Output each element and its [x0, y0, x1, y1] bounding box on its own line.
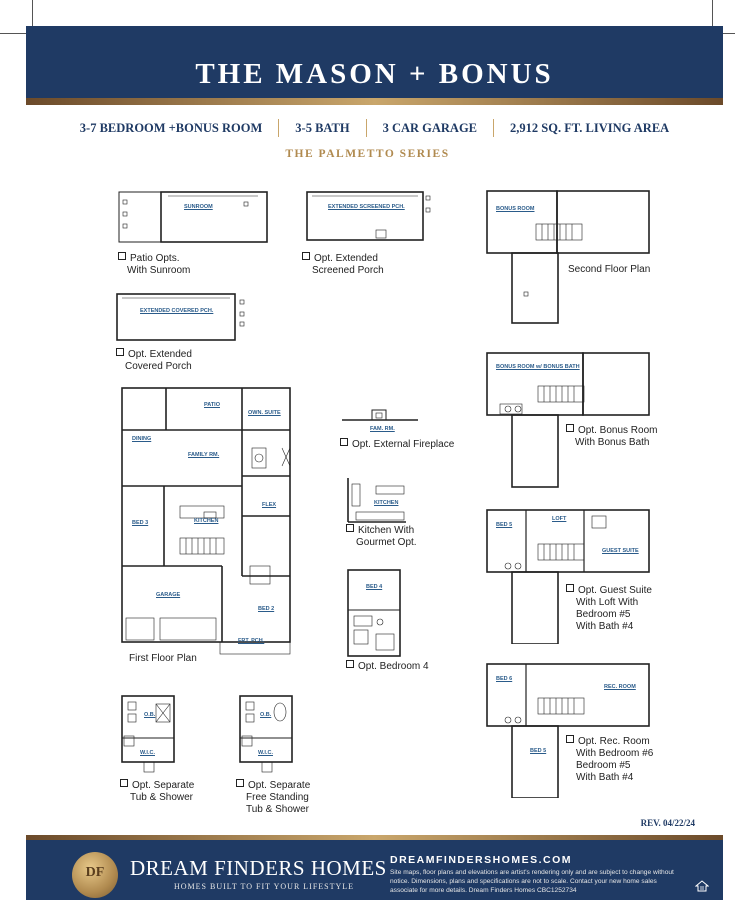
option-checkbox: [346, 524, 354, 532]
series-name: THE PALMETTO SERIES: [285, 148, 450, 160]
plan-separate-tub-shower: O.B. W.I.C.: [120, 692, 186, 776]
option-checkbox: [346, 660, 354, 668]
brand-name: DREAM FINDERS HOMES: [130, 856, 387, 880]
room-ob: O.B.: [260, 712, 272, 718]
room-bed2: BED 2: [258, 606, 275, 612]
room-front-porch: FRT. PCH.: [238, 638, 265, 644]
room-family: FAMILY RM.: [188, 452, 220, 458]
caption-first-floor: First Floor Plan: [129, 653, 197, 664]
room-bed5-rec: BED 5: [530, 748, 547, 754]
option-checkbox: [566, 424, 574, 432]
caption-separate-tub: Opt. Separate Tub & Shower: [120, 779, 194, 804]
crop-mark: [0, 33, 26, 34]
spec-baths: 3-5 BATH: [295, 120, 350, 135]
caption-second-floor: Second Floor Plan: [568, 264, 651, 275]
room-bed6: BED 6: [496, 676, 513, 682]
option-checkbox: [120, 779, 128, 787]
crop-mark: [32, 0, 33, 26]
room-dining: DINING: [132, 436, 152, 442]
room-kitchen: KITCHEN: [194, 518, 219, 524]
room-flex: FLEX: [262, 502, 277, 508]
revision-date: REV. 04/22/24: [640, 818, 695, 828]
plan-extended-covered-porch: EXTENDED COVERED PCH.: [116, 292, 276, 346]
spec-bedrooms: 3-7 BEDROOM +BONUS ROOM: [79, 120, 263, 135]
plan-rec-room: BED 6 REC. ROOM BED 5: [486, 662, 650, 798]
option-checkbox: [118, 252, 126, 260]
room-bed4: BED 4: [366, 584, 383, 590]
room-loft: LOFT: [552, 516, 567, 522]
room-bonus-room-bath: BONUS ROOM w/ BONUS BATH: [496, 364, 580, 370]
option-checkbox: [566, 735, 574, 743]
plan-extended-screened-porch: EXTENDED SCREENED PCH.: [306, 190, 440, 246]
caption-kitchen: Kitchen With Gourmet Opt.: [346, 524, 417, 549]
room-fam-rm: FAM. RM.: [370, 426, 395, 432]
plan-second-floor: BONUS ROOM: [486, 190, 650, 324]
option-checkbox: [302, 252, 310, 260]
brand-tagline: HOMES BUILT TO FIT YOUR LIFESTYLE: [174, 882, 355, 891]
caption-patio-sunroom: Patio Opts. With Sunroom: [118, 252, 190, 277]
caption-rec-room: Opt. Rec. Room With Bedroom #6 Bedroom #…: [566, 735, 653, 784]
title-banner: THE MASON + BONUS: [26, 26, 723, 100]
room-bed3: BED 3: [132, 520, 149, 526]
option-checkbox: [566, 584, 574, 592]
gold-divider: [26, 98, 723, 105]
equal-housing-icon: [695, 880, 709, 892]
room-extended-screened-porch: EXTENDED SCREENED PCH.: [328, 204, 405, 210]
caption-screened-porch: Opt. Extended Screened Porch: [302, 252, 384, 277]
brand-seal-icon: DF: [72, 852, 118, 898]
crop-mark: [712, 0, 713, 26]
spec-separator: [493, 119, 495, 137]
spec-separator: [365, 119, 367, 137]
plan-bedroom-4: BED 4: [346, 566, 402, 658]
caption-bonus-bath: Opt. Bonus Room With Bonus Bath: [566, 424, 657, 449]
gold-divider: [26, 835, 723, 840]
room-owner-suite: OWN. SUITE: [248, 410, 281, 416]
room-wic: W.I.C.: [258, 750, 273, 756]
footer: DF DREAM FINDERS HOMES HOMES BUILT TO FI…: [26, 840, 723, 900]
caption-covered-porch: Opt. Extended Covered Porch: [116, 348, 192, 373]
plan-guest-suite-loft: BED 5 LOFT GUEST SUITE: [486, 508, 650, 644]
caption-bedroom-4: Opt. Bedroom 4: [346, 660, 429, 673]
room-patio: PATIO: [204, 402, 220, 408]
option-checkbox: [116, 348, 124, 356]
caption-guest-suite: Opt. Guest Suite With Loft With Bedroom …: [566, 584, 652, 633]
page-title: THE MASON + BONUS: [195, 58, 554, 90]
spec-garage: 3 CAR GARAGE: [382, 120, 478, 135]
crop-mark: [723, 33, 735, 34]
room-sunroom: SUNROOM: [184, 204, 213, 210]
plan-patio-sunroom: SUNROOM: [118, 190, 268, 246]
spec-bar: 3-7 BEDROOM +BONUS ROOM 3-5 BATH 3 CAR G…: [26, 118, 723, 138]
option-checkbox: [236, 779, 244, 787]
room-wic: W.I.C.: [140, 750, 155, 756]
room-bed5-guest: BED 5: [496, 522, 513, 528]
disclaimer: Site maps, floor plans and elevations ar…: [390, 869, 674, 894]
room-rec-room: REC. ROOM: [604, 684, 636, 690]
room-garage: GARAGE: [156, 592, 181, 598]
website-url[interactable]: DREAMFINDERSHOMES.COM: [390, 854, 573, 866]
room-bonus-room: BONUS ROOM: [496, 206, 535, 212]
caption-free-standing: Opt. Separate Free Standing Tub & Shower: [236, 779, 310, 816]
room-extended-covered-porch: EXTENDED COVERED PCH.: [140, 308, 214, 314]
plan-kitchen-gourmet: KITCHEN: [346, 476, 408, 524]
room-kitchen-gourmet: KITCHEN: [374, 500, 399, 506]
plan-free-standing-tub: O.B. W.I.C.: [238, 692, 304, 776]
room-ob: O.B.: [144, 712, 156, 718]
spec-living-area: 2,912 SQ. FT. LIVING AREA: [510, 120, 670, 135]
plan-bonus-room-bath: BONUS ROOM w/ BONUS BATH: [486, 352, 650, 488]
spec-separator: [278, 119, 280, 137]
plan-external-fireplace: FAM. RM.: [340, 406, 420, 436]
option-checkbox: [340, 438, 348, 446]
caption-fireplace: Opt. External Fireplace: [340, 438, 454, 451]
plan-first-floor: PATIO OWN. SUITE DINING FAMILY RM. FLEX …: [118, 386, 300, 656]
room-guest-suite: GUEST SUITE: [602, 548, 639, 554]
